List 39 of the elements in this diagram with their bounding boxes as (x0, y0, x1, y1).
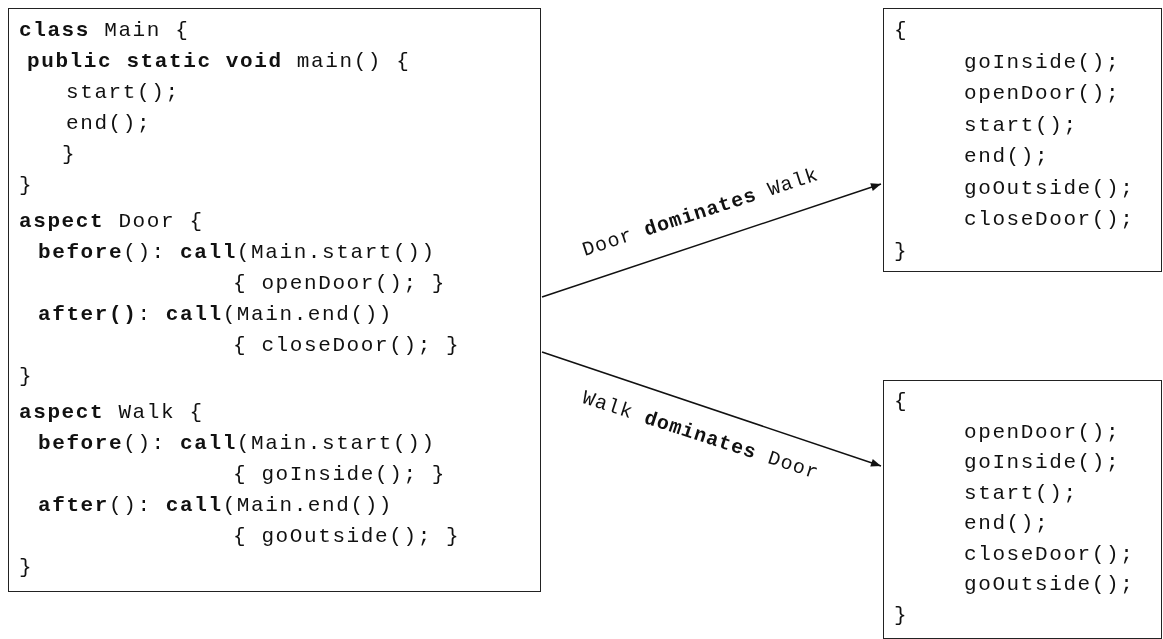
code-line: } (19, 555, 34, 581)
code-line: closeDoor(); (964, 207, 1135, 233)
code-line: aspect Walk { (19, 400, 204, 426)
code-line: class Main { (19, 18, 190, 44)
code-line: { closeDoor(); } (233, 333, 461, 359)
code-line: closeDoor(); (964, 541, 1135, 568)
code-line: { goInside(); } (233, 462, 447, 488)
code-line: start(); (964, 480, 1078, 507)
code-line: end(); (66, 111, 152, 137)
code-line: goOutside(); (964, 175, 1135, 202)
code-line: start(); (66, 80, 180, 106)
code-line: before(): call(Main.start()) (38, 431, 436, 457)
arrow (541, 351, 882, 467)
code-box (8, 8, 541, 592)
code-line: } (894, 238, 909, 265)
code-line: openDoor(); (964, 81, 1121, 107)
code-line: after(): call(Main.end()) (38, 493, 394, 519)
code-line: } (62, 142, 77, 168)
arrow (541, 183, 882, 298)
code-box (883, 380, 1162, 639)
code-line: start(); (964, 112, 1078, 139)
code-line: { openDoor(); } (233, 271, 447, 297)
code-line: end(); (964, 144, 1050, 170)
code-line: openDoor(); (964, 419, 1121, 446)
code-line: public static void main() { (27, 49, 411, 75)
code-line: after(): call(Main.end()) (38, 302, 394, 328)
code-line: { (894, 389, 909, 415)
code-line: } (19, 364, 34, 390)
code-line: } (19, 173, 34, 199)
code-line: goInside(); (964, 450, 1121, 476)
code-line: before(): call(Main.start()) (38, 240, 436, 266)
code-line: goInside(); (964, 49, 1121, 76)
code-line: end(); (964, 511, 1050, 537)
code-box (883, 8, 1162, 272)
code-line: } (894, 602, 909, 629)
code-line: aspect Door { (19, 209, 204, 235)
code-line: { goOutside(); } (233, 524, 461, 550)
code-line: { (894, 18, 909, 44)
code-line: goOutside(); (964, 572, 1135, 598)
